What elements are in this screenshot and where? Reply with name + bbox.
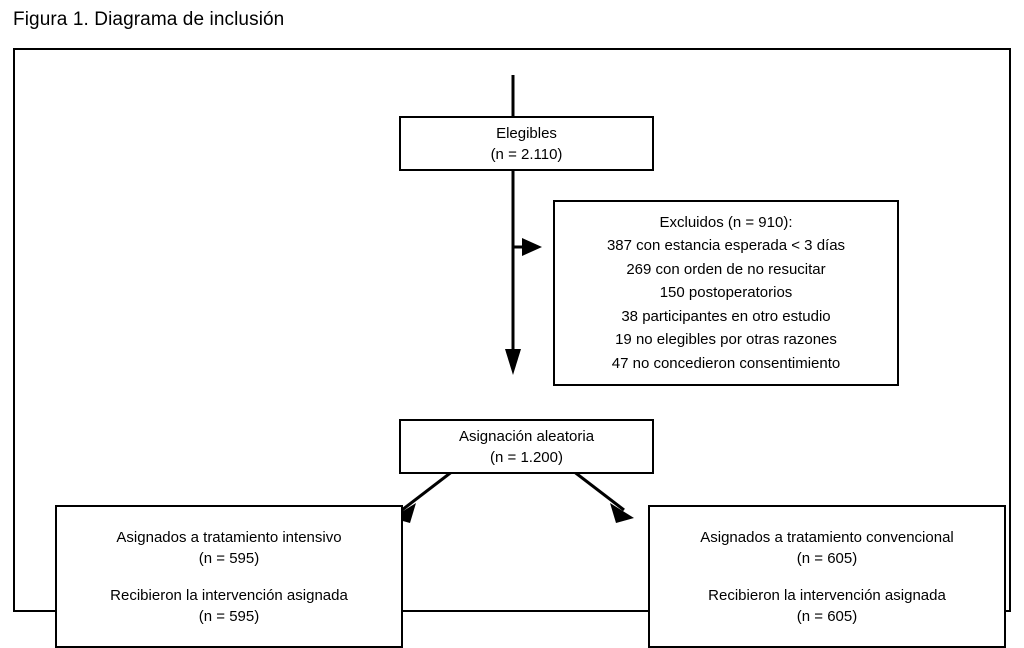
node-randomization-label: Asignación aleatoria bbox=[458, 427, 595, 445]
node-eligibles-count: (n = 2.110) bbox=[490, 145, 563, 163]
arm-conventional-assigned-count: (n = 605) bbox=[796, 549, 858, 567]
node-excluded: Excluidos (n = 910): 387 con estancia es… bbox=[553, 200, 899, 386]
node-excluded-reason: 150 postoperatorios bbox=[659, 284, 793, 302]
arm-intensive-assigned-count: (n = 595) bbox=[198, 549, 260, 567]
node-excluded-reason: 47 no concedieron consentimiento bbox=[611, 354, 841, 372]
arm-intensive-received-label: Recibieron la intervención asignada bbox=[110, 586, 348, 604]
arm-intensive-assigned-label: Asignados a tratamiento intensivo bbox=[116, 528, 342, 546]
arm-conventional-received-label: Recibieron la intervención asignada bbox=[708, 586, 946, 604]
figure-root: Figura 1. Diagrama de inclusión Elegible… bbox=[13, 9, 1011, 648]
node-arm-intensive: Asignados a tratamiento intensivo (n = 5… bbox=[55, 505, 403, 648]
node-excluded-heading: Excluidos (n = 910): bbox=[659, 213, 793, 231]
node-excluded-reason: 38 participantes en otro estudio bbox=[621, 307, 831, 325]
node-arm-conventional: Asignados a tratamiento convencional (n … bbox=[648, 505, 1006, 648]
node-excluded-reason: 269 con orden de no resucitar bbox=[626, 260, 826, 278]
node-eligibles: Elegibles (n = 2.110) bbox=[399, 116, 654, 171]
arm-intensive-received-count: (n = 595) bbox=[198, 607, 260, 625]
node-eligibles-label: Elegibles bbox=[496, 124, 557, 142]
arm-conventional-received-count: (n = 605) bbox=[796, 607, 858, 625]
node-excluded-reason: 387 con estancia esperada < 3 días bbox=[606, 237, 846, 255]
node-randomization: Asignación aleatoria (n = 1.200) bbox=[399, 419, 654, 474]
node-randomization-count: (n = 1.200) bbox=[490, 448, 563, 466]
figure-title: Figura 1. Diagrama de inclusión bbox=[13, 9, 285, 30]
node-excluded-reason: 19 no elegibles por otras razones bbox=[615, 331, 837, 349]
arm-conventional-assigned-label: Asignados a tratamiento convencional bbox=[700, 528, 954, 546]
figure-frame: Elegibles (n = 2.110) Excluidos (n = 910… bbox=[13, 48, 1011, 648]
